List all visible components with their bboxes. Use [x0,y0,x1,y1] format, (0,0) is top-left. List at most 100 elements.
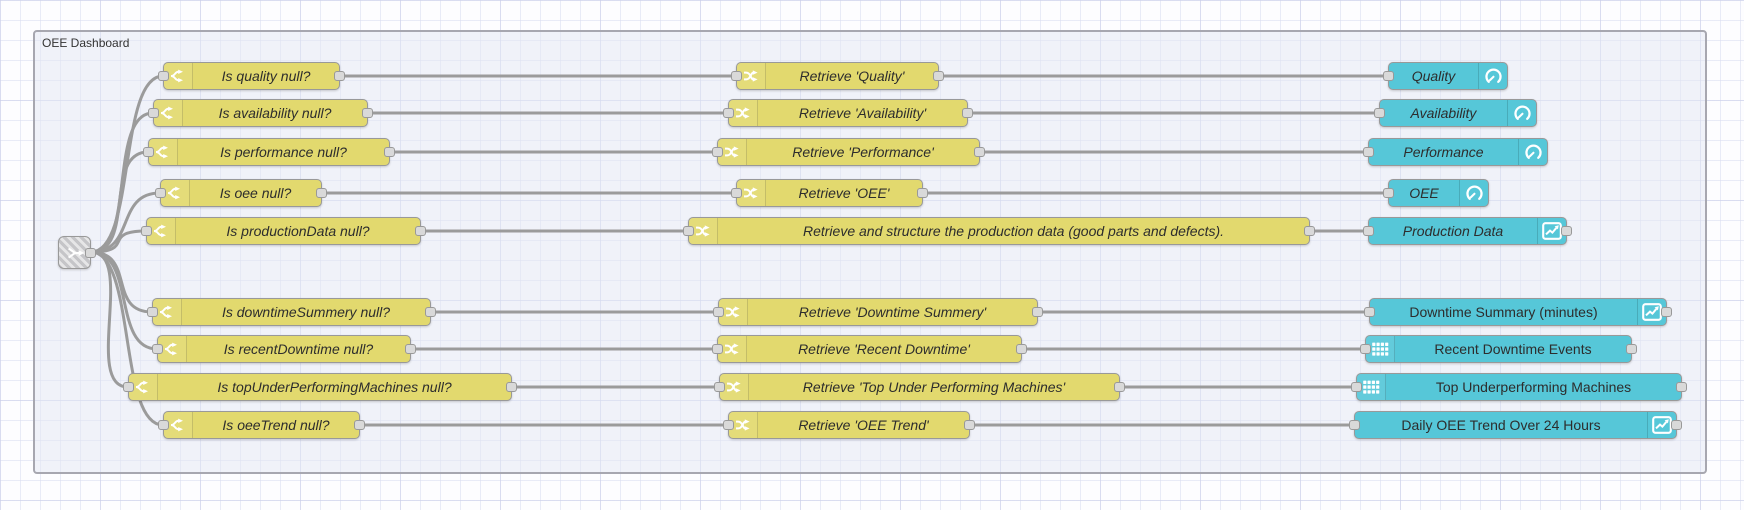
input-port[interactable] [1383,188,1394,198]
input-port[interactable] [148,108,159,118]
output-port[interactable] [405,344,416,354]
gauge-node-performance[interactable]: Performance [1363,138,1548,166]
gauge-icon [1507,100,1536,126]
switch-node-production-data[interactable]: Is productionData null? [141,217,426,245]
input-port[interactable] [1351,382,1362,392]
node-label: Retrieve 'Quality' [799,68,905,84]
output-port[interactable] [964,420,975,430]
output-port[interactable] [316,188,327,198]
node-label: Top Underperforming Machines [1435,379,1632,395]
output-port[interactable] [334,71,345,81]
node-label: Retrieve 'Top Under Performing Machines' [802,379,1066,395]
input-port[interactable] [712,147,723,157]
output-port[interactable] [415,226,426,236]
output-port[interactable] [1661,307,1672,317]
output-port[interactable] [85,247,96,258]
output-port[interactable] [917,188,928,198]
node-label: Retrieve 'Recent Downtime' [798,341,970,357]
output-port[interactable] [1676,382,1687,392]
node-label: Is productionData null? [226,223,370,239]
chart-node-downtime-summary[interactable]: Downtime Summary (minutes) [1364,298,1672,326]
input-port[interactable] [731,71,742,81]
chart-node-production-data[interactable]: Production Data [1363,217,1572,245]
output-port[interactable] [1304,226,1315,236]
wire[interactable] [90,191,161,254]
output-port[interactable] [354,420,365,430]
input-port[interactable] [147,307,158,317]
wire[interactable] [90,250,164,427]
node-label: Retrieve 'Availability' [798,105,927,121]
input-port[interactable] [683,226,694,236]
input-port[interactable] [1364,307,1375,317]
node-label: Performance [1403,144,1484,160]
input-port[interactable] [1360,344,1371,354]
input-port[interactable] [1383,71,1394,81]
input-port[interactable] [141,226,152,236]
switch-node-availability[interactable]: Is availability null? [148,99,373,127]
output-port[interactable] [962,108,973,118]
input-port[interactable] [155,188,166,198]
wire[interactable] [90,229,147,254]
node-label: Recent Downtime Events [1434,341,1592,357]
output-port[interactable] [1626,344,1637,354]
gauge-node-availability[interactable]: Availability [1374,99,1537,127]
output-port[interactable] [974,147,985,157]
input-port[interactable] [731,188,742,198]
input-port[interactable] [123,382,134,392]
switch-node-quality[interactable]: Is quality null? [158,62,345,90]
switch-node-oee-trend[interactable]: Is oeeTrend null? [158,411,365,439]
output-port[interactable] [362,108,373,118]
change-node-availability[interactable]: Retrieve 'Availability' [723,99,973,127]
input-port[interactable] [1374,108,1385,118]
wire[interactable] [90,250,158,351]
input-port[interactable] [158,420,169,430]
output-port[interactable] [506,382,517,392]
input-port[interactable] [152,344,163,354]
change-node-downtime-summary[interactable]: Retrieve 'Downtime Summery' [713,298,1043,326]
input-port[interactable] [158,71,169,81]
switch-node-recent-downtime[interactable]: Is recentDowntime null? [152,335,416,363]
node-label: Downtime Summary (minutes) [1409,304,1598,320]
change-node-performance[interactable]: Retrieve 'Performance' [712,138,985,166]
change-node-production-data[interactable]: Retrieve and structure the production da… [683,217,1315,245]
change-node-top-underperforming[interactable]: Retrieve 'Top Under Performing Machines' [714,373,1125,401]
gauge-node-oee[interactable]: OEE [1383,179,1489,207]
node-label: Retrieve and structure the production da… [802,223,1225,239]
output-port[interactable] [1032,307,1043,317]
node-label: Retrieve 'OEE Trend' [798,417,929,433]
input-port[interactable] [713,307,724,317]
switch-node-top-underperforming[interactable]: Is topUnderPerformingMachines null? [123,373,517,401]
output-port[interactable] [425,307,436,317]
change-node-oee[interactable]: Retrieve 'OEE' [731,179,928,207]
input-port[interactable] [723,108,734,118]
input-port[interactable] [714,382,725,392]
output-port[interactable] [1671,420,1682,430]
link-out-node[interactable] [58,236,96,269]
switch-node-performance[interactable]: Is performance null? [143,138,395,166]
output-port[interactable] [1114,382,1125,392]
input-port[interactable] [1363,147,1374,157]
switch-node-oee[interactable]: Is oee null? [155,179,327,207]
change-node-recent-downtime[interactable]: Retrieve 'Recent Downtime' [712,335,1027,363]
input-port[interactable] [1349,420,1360,430]
group-title: OEE Dashboard [42,36,130,50]
input-port[interactable] [143,147,154,157]
output-port[interactable] [933,71,944,81]
input-port[interactable] [723,420,734,430]
table-node-top-underperforming[interactable]: Top Underperforming Machines [1351,373,1687,401]
chart-node-oee-trend[interactable]: Daily OEE Trend Over 24 Hours [1349,411,1682,439]
line-chart-icon [1637,299,1666,325]
output-port[interactable] [384,147,395,157]
output-port[interactable] [1016,344,1027,354]
gauge-icon [1459,180,1488,206]
change-node-quality[interactable]: Retrieve 'Quality' [731,62,944,90]
table-node-recent-downtime[interactable]: Recent Downtime Events [1360,335,1637,363]
gauge-node-quality[interactable]: Quality [1383,62,1508,90]
output-port[interactable] [1561,226,1572,236]
input-port[interactable] [1363,226,1374,236]
switch-node-downtime-summary[interactable]: Is downtimeSummery null? [147,298,436,326]
wire[interactable] [90,150,149,254]
input-port[interactable] [712,344,723,354]
change-node-oee-trend[interactable]: Retrieve 'OEE Trend' [723,411,975,439]
